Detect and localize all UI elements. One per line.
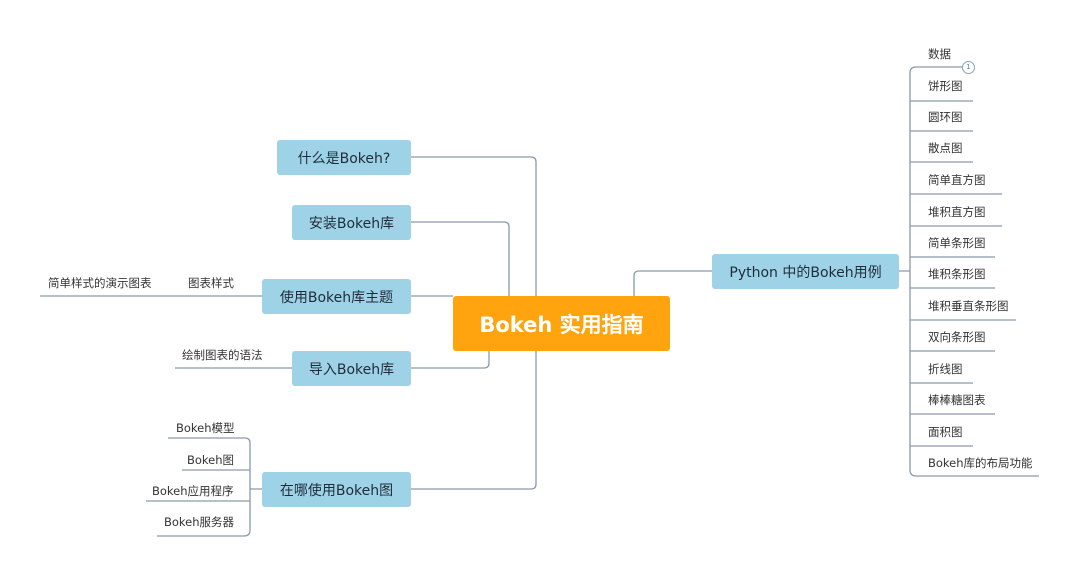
leaf-data[interactable]: 数据: [928, 47, 951, 61]
connector-what-is-bokeh: [410, 156, 537, 296]
leaf-stacked-histogram[interactable]: 堆积直方图: [928, 205, 986, 219]
leaf-stacked-vertical-bar[interactable]: 堆积垂直条形图: [928, 299, 1009, 313]
leaf-simple-histogram[interactable]: 简单直方图: [928, 173, 986, 187]
root-topic[interactable]: Bokeh 实用指南: [453, 296, 670, 351]
connector-import-bokeh: [410, 351, 490, 369]
leaf-simple-bar-chart[interactable]: 简单条形图: [928, 236, 986, 250]
topic-where-use-bokeh[interactable]: 在哪使用Bokeh图: [262, 472, 411, 507]
topic-install-bokeh[interactable]: 安装Bokeh库: [292, 205, 411, 240]
leaf-draw-syntax[interactable]: 绘制图表的语法: [182, 348, 263, 362]
connector-usecases-bracket: [898, 66, 1039, 477]
leaf-diverging-bar[interactable]: 双向条形图: [928, 330, 986, 344]
connector-where-bracket: [146, 437, 262, 537]
leaf-bokeh-model[interactable]: Bokeh模型: [176, 421, 235, 435]
connector-where-use: [410, 351, 537, 490]
leaf-scatter-plot[interactable]: 散点图: [928, 141, 963, 155]
connector-install-bokeh: [410, 221, 510, 296]
leaf-area-chart[interactable]: 面积图: [928, 425, 963, 439]
leaf-pie-chart[interactable]: 饼形图: [928, 79, 963, 93]
leaf-bokeh-layout[interactable]: Bokeh库的布局功能: [928, 456, 1033, 470]
leaf-lollipop-chart[interactable]: 棒棒糖图表: [928, 393, 986, 407]
topic-use-bokeh-theme[interactable]: 使用Bokeh库主题: [262, 279, 411, 314]
note-count-badge[interactable]: 1: [962, 61, 975, 74]
subtopic-chart-style[interactable]: 图表样式: [188, 276, 234, 290]
leaf-bokeh-server[interactable]: Bokeh服务器: [164, 515, 235, 529]
leaf-donut-chart[interactable]: 圆环图: [928, 110, 963, 124]
leaf-bokeh-plot[interactable]: Bokeh图: [187, 453, 235, 467]
leaf-bokeh-app[interactable]: Bokeh应用程序: [152, 484, 234, 498]
connector-python-usecases: [633, 270, 712, 296]
leaf-stacked-bar-chart[interactable]: 堆积条形图: [928, 267, 986, 281]
leaf-line-chart[interactable]: 折线图: [928, 362, 963, 376]
topic-what-is-bokeh[interactable]: 什么是Bokeh?: [277, 140, 411, 175]
topic-import-bokeh[interactable]: 导入Bokeh库: [292, 351, 411, 386]
topic-python-usecases[interactable]: Python 中的Bokeh用例: [712, 254, 899, 289]
leaf-simple-style-demo[interactable]: 简单样式的演示图表: [48, 276, 152, 290]
